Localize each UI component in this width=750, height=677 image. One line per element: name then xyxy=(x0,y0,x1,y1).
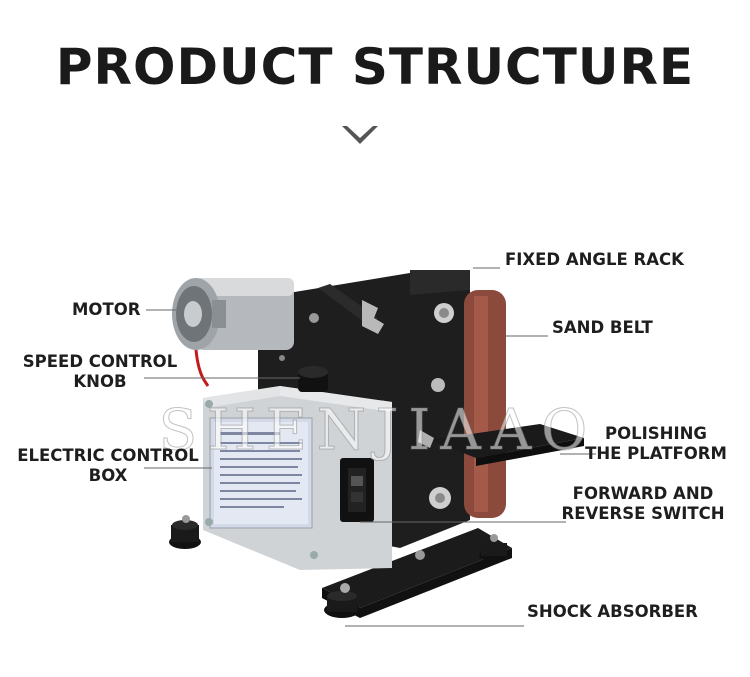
label-switch-line1: FORWARD AND xyxy=(572,484,714,503)
label-speed-line1: SPEED CONTROL xyxy=(22,352,178,371)
fixed-angle-rack xyxy=(318,284,384,334)
label-polishing-platform: POLISHING THE PLATFORM xyxy=(584,424,728,464)
chevron-down-icon xyxy=(342,126,378,144)
leader-lines xyxy=(144,267,596,627)
shock-absorber-feet xyxy=(169,515,509,618)
forward-reverse-switch xyxy=(340,458,374,522)
label-electric-control-box: ELECTRIC CONTROL BOX xyxy=(12,446,204,486)
label-polishing-line2: THE PLATFORM xyxy=(585,444,727,463)
label-speed-line2: KNOB xyxy=(73,372,127,391)
label-motor: MOTOR xyxy=(72,300,141,319)
label-forward-reverse-switch: FORWARD AND REVERSE SWITCH xyxy=(560,484,726,524)
electric-control-box xyxy=(203,386,392,570)
label-switch-line2: REVERSE SWITCH xyxy=(561,504,725,523)
page-title: PRODUCT STRUCTURE xyxy=(55,38,695,96)
label-electric-line1: ELECTRIC CONTROL xyxy=(17,446,199,465)
speed-control-knob xyxy=(298,366,328,392)
label-sand-belt: SAND BELT xyxy=(552,318,653,337)
label-electric-line2: BOX xyxy=(88,466,128,485)
label-fixed-angle-rack: FIXED ANGLE RACK xyxy=(505,250,684,269)
polishing-platform xyxy=(418,424,584,466)
motor xyxy=(172,278,294,387)
label-shock-absorber: SHOCK ABSORBER xyxy=(527,602,698,621)
label-speed-control-knob: SPEED CONTROL KNOB xyxy=(20,352,180,392)
label-polishing-line1: POLISHING xyxy=(605,424,707,443)
